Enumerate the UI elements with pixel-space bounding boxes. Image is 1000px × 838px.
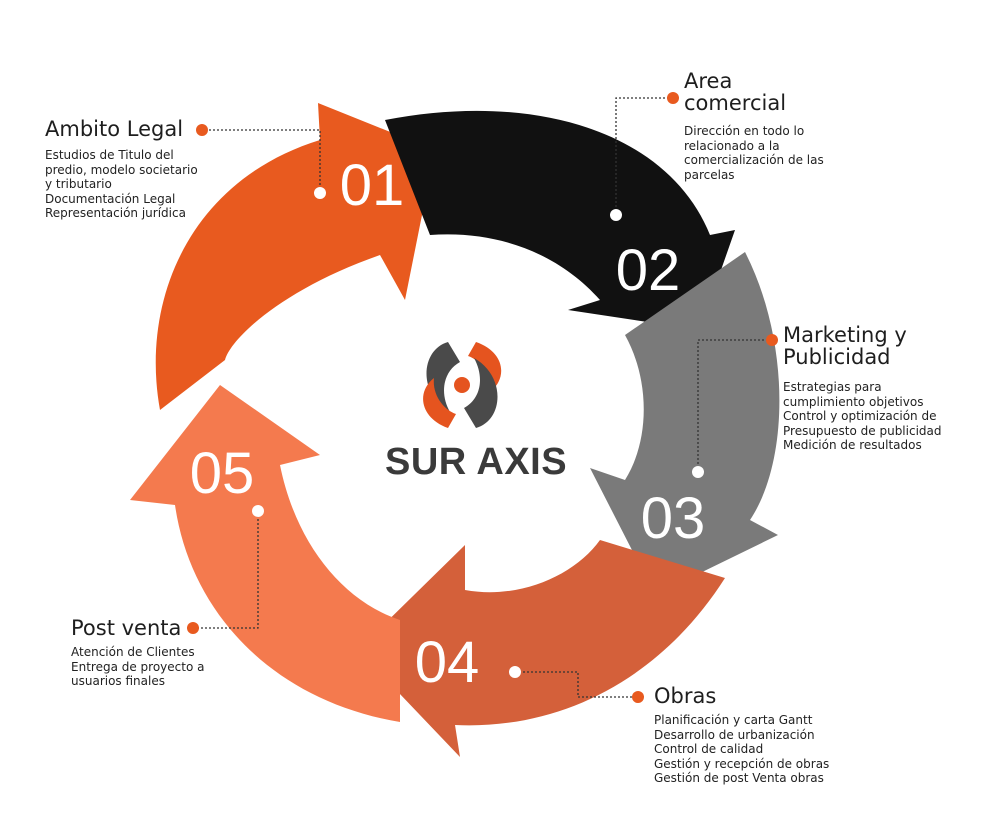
arrow-step-04 bbox=[358, 540, 725, 757]
arrow-step-05 bbox=[130, 385, 400, 722]
caption-title-04: Obras bbox=[654, 684, 717, 708]
step-number-01: 01 bbox=[340, 153, 405, 218]
connector-dot-01-inner bbox=[314, 187, 326, 199]
connector-dot-01-label bbox=[196, 124, 208, 136]
step-number-04: 04 bbox=[415, 630, 480, 695]
connector-dot-02-inner bbox=[610, 209, 622, 221]
caption-line: y tributario bbox=[45, 177, 112, 192]
brand-name: SUR AXIS bbox=[385, 441, 568, 483]
caption-title-01: Ambito Legal bbox=[45, 117, 184, 141]
caption-line: predio, modelo societario bbox=[45, 162, 198, 177]
caption-title-05: Post venta bbox=[71, 616, 182, 640]
arrow-step-02 bbox=[385, 110, 735, 330]
caption-line: Estudios de Titulo del bbox=[45, 148, 174, 162]
caption-line: Gestión y recepción de obras bbox=[654, 756, 830, 771]
caption-line: comercialización de las bbox=[684, 153, 824, 168]
caption-line: usuarios finales bbox=[71, 674, 165, 689]
caption-line: Gestión de post Venta obras bbox=[654, 771, 824, 786]
caption-step-04: Obras Planificación y carta Gantt Desarr… bbox=[654, 685, 854, 786]
step-number-02: 02 bbox=[616, 238, 681, 303]
caption-line: Atención de Clientes bbox=[71, 645, 195, 659]
caption-line: relacionado a la bbox=[684, 138, 780, 153]
caption-title-03-line2: Publicidad bbox=[783, 345, 891, 369]
connector-05 bbox=[193, 511, 259, 629]
connector-04 bbox=[515, 671, 636, 698]
connector-dot-04-label bbox=[632, 691, 644, 703]
caption-line: Entrega de proyecto a bbox=[71, 659, 205, 674]
caption-step-03: Marketing y Publicidad Estrategias para … bbox=[783, 324, 973, 453]
connector-dot-04-inner bbox=[509, 666, 521, 678]
caption-step-02: Area comercial Dirección en todo lo rela… bbox=[684, 70, 854, 182]
caption-title-02-line1: Area bbox=[684, 69, 733, 93]
connector-dot-03-label bbox=[766, 334, 778, 346]
caption-line: Estrategias para bbox=[783, 380, 882, 394]
caption-line: Medición de resultados bbox=[783, 438, 922, 453]
caption-line: Control y optimización de bbox=[783, 409, 937, 424]
sur-axis-logo-icon bbox=[423, 342, 502, 428]
caption-line: cumplimiento objetivos bbox=[783, 394, 924, 409]
caption-line: Planificación y carta Gantt bbox=[654, 713, 813, 727]
connector-dot-03-inner bbox=[692, 466, 704, 478]
connector-dot-05-inner bbox=[252, 505, 264, 517]
caption-line: parcelas bbox=[684, 167, 735, 182]
connector-02 bbox=[615, 97, 670, 215]
caption-title-02-line2: comercial bbox=[684, 91, 787, 115]
arrow-step-03 bbox=[590, 252, 780, 595]
caption-line: Control de calidad bbox=[654, 742, 764, 757]
caption-line: Desarrollo de urbanización bbox=[654, 727, 815, 742]
arrow-step-01 bbox=[155, 103, 436, 410]
caption-line: Presupuesto de publicidad bbox=[783, 423, 942, 438]
caption-title-03-line1: Marketing y bbox=[783, 323, 907, 347]
caption-step-01: Ambito Legal Estudios de Titulo del pred… bbox=[45, 118, 215, 221]
step-number-05: 05 bbox=[190, 441, 255, 506]
step-number-03: 03 bbox=[641, 486, 706, 551]
connector-dot-02-label bbox=[667, 92, 679, 104]
caption-step-05: Post venta Atención de Clientes Entrega … bbox=[71, 617, 241, 689]
caption-line: Representación jurídica bbox=[45, 206, 186, 221]
caption-line: Dirección en todo lo bbox=[684, 124, 805, 138]
connector-03 bbox=[697, 339, 772, 472]
caption-line: Documentación Legal bbox=[45, 191, 176, 206]
connector-01 bbox=[202, 129, 321, 193]
connector-dot-05-label bbox=[187, 622, 199, 634]
